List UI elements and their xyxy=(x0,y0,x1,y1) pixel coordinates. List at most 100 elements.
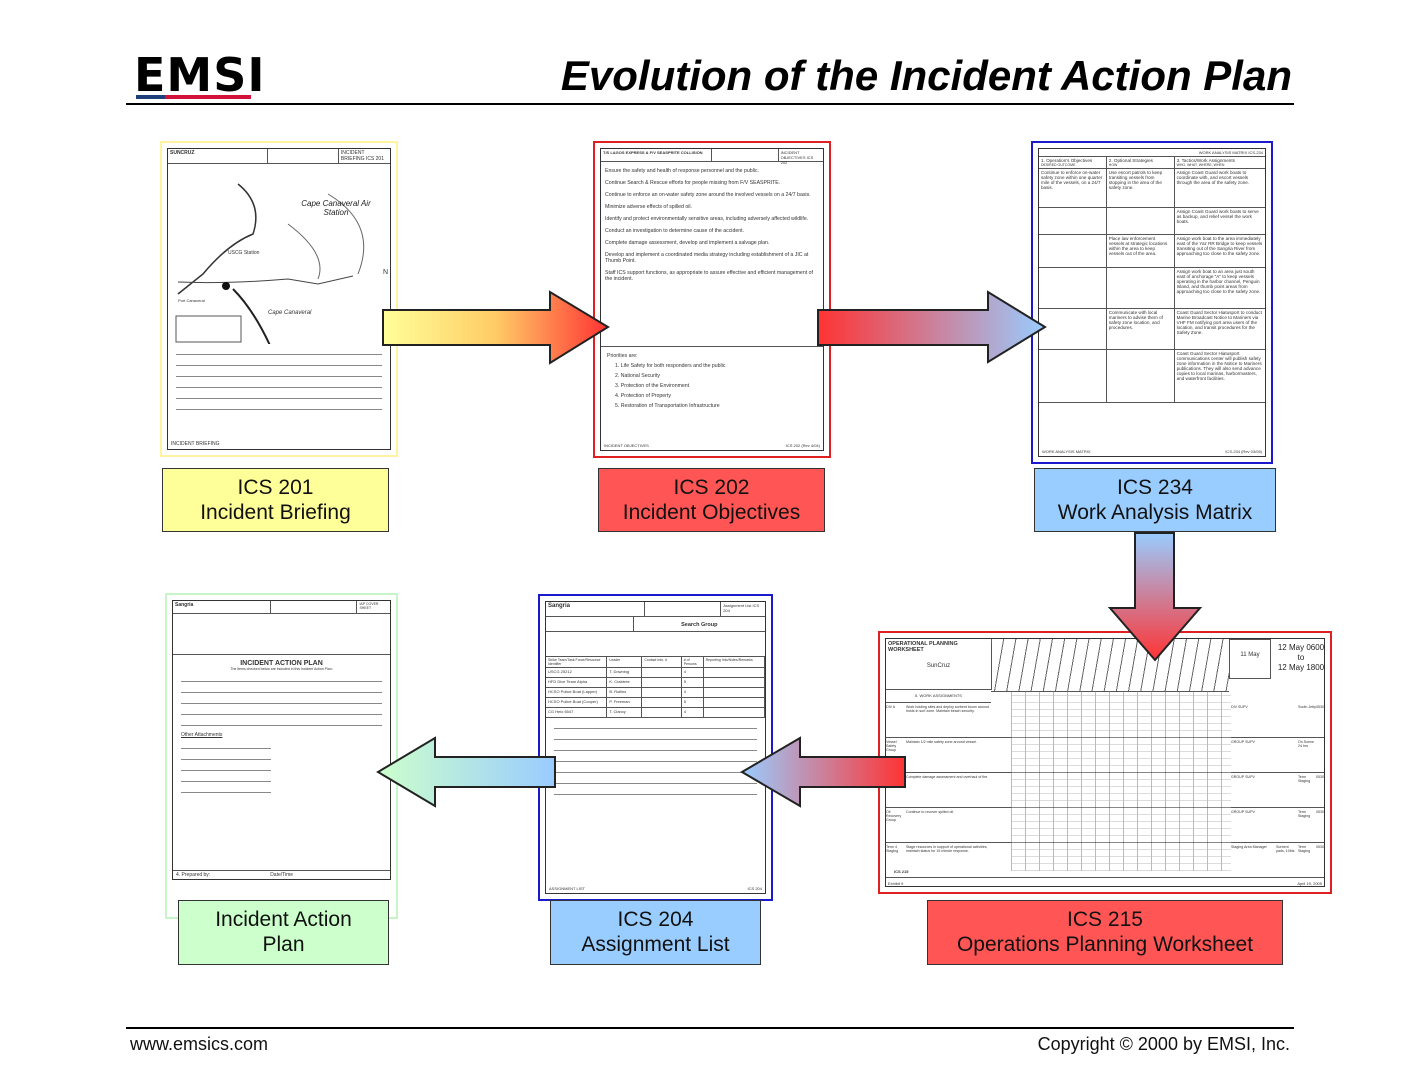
priority: 4. Protection of Property xyxy=(615,393,671,399)
table-cell: Term Staging xyxy=(1298,775,1311,783)
page-title: Evolution of the Incident Action Plan xyxy=(560,52,1292,99)
table-cell: Work holding sites and deploy sorbent bo… xyxy=(906,705,990,713)
table-cell xyxy=(642,708,682,717)
arrow-201-to-202 xyxy=(382,290,610,365)
form-id: Assignment List ICS 204 xyxy=(723,603,760,613)
table-cell: 5 xyxy=(682,698,704,707)
table-cell xyxy=(642,678,682,687)
table-cell: Term 4 Staging xyxy=(886,845,899,853)
table-cell: Assign Coast Guard work boats to coordin… xyxy=(1176,170,1250,185)
division: Search Group xyxy=(681,622,718,628)
iap-subheading: The items checked below are included in … xyxy=(230,667,333,671)
form-id: ICS 215 xyxy=(894,869,909,874)
incident-name: Sangria xyxy=(173,601,271,613)
priority: 1. Life Safety for both responders and t… xyxy=(615,363,726,369)
table-cell: Maintain 1/2 mile safety zone around ves… xyxy=(906,740,977,744)
label-line: Work Analysis Matrix xyxy=(1057,501,1253,524)
table-cell xyxy=(1107,350,1175,402)
table-cell: CG Helo 6547 xyxy=(546,708,608,717)
label-line: Incident Briefing xyxy=(200,501,351,524)
form-id: WORK ANALYSIS MATRIX ICS-234 xyxy=(1039,149,1265,157)
table-cell: Staging Area Manager xyxy=(1231,845,1267,849)
form-rev: ICS-234 (Rev 03/05) xyxy=(1225,449,1262,454)
table-cell: Term Staging xyxy=(1298,845,1311,853)
ics204-thumbnail: Sangria Assignment List ICS 204 Search G… xyxy=(538,594,773,901)
objective: Minimize adverse effects of spilled oil. xyxy=(605,204,692,210)
table-cell xyxy=(1107,208,1175,234)
ics234-label: ICS 234 Work Analysis Matrix xyxy=(1034,468,1276,532)
column-header: 1. Operation's Objectives xyxy=(1041,158,1093,163)
iap-thumbnail: Sangria IAP COVER SHEET INCIDENT ACTION … xyxy=(165,593,398,919)
label-line: ICS 202 xyxy=(673,476,750,499)
table-cell: Assign work boat to an area just south e… xyxy=(1176,269,1261,294)
objective: Identify and protect environmentally sen… xyxy=(605,216,809,222)
worksheet-heading: OPERATIONAL PLANNING WORKSHEET xyxy=(888,641,958,653)
column-header: 3. Tactics/Work Assignments xyxy=(1176,158,1235,163)
table-row: Assign Coast Guard work boats to serve a… xyxy=(1039,208,1265,235)
incident-name: T/S LAGOS EXPRESS & F/V SEASPRITE COLLIS… xyxy=(601,149,712,161)
arrow-202-to-234 xyxy=(817,290,1047,364)
date-time: Date/Time xyxy=(270,872,294,878)
table-cell: P. Freeman xyxy=(607,698,643,707)
column-subheader: DESIRED OUTCOME xyxy=(1041,163,1076,167)
table-cell xyxy=(1039,235,1107,267)
table-cell: 4 xyxy=(682,688,704,697)
table-row: Place law enforcement vessels at strateg… xyxy=(1039,235,1265,268)
objective: Develop and implement a coordinated medi… xyxy=(605,252,809,264)
table-cell: B. Rollins xyxy=(607,688,643,697)
form-footer: INCIDENT BRIEFING xyxy=(171,441,220,447)
map-label-air-station: Cape Canaveral Air Station xyxy=(301,199,371,217)
map-label: N xyxy=(383,269,388,276)
incident-map: Cape Canaveral USCG Station Port Canaver… xyxy=(175,183,388,344)
table-cell xyxy=(1107,268,1175,308)
table-cell: Vessel Safety Group xyxy=(886,740,897,752)
other-attachments: Other Attachments xyxy=(181,732,223,738)
objective: Continue Search & Rescue efforts for peo… xyxy=(605,180,781,186)
ics201-thumbnail: SUNCRUZ INCIDENT BRIEFING ICS 201 Cape C… xyxy=(160,141,398,457)
website-link[interactable]: www.emsics.com xyxy=(130,1034,269,1054)
table-cell xyxy=(1039,350,1107,402)
label-line: Incident Action xyxy=(215,908,352,931)
table-row: Assign work boat to an area just south e… xyxy=(1039,268,1265,309)
table-row: Continue to enforce on-water safety zone… xyxy=(1039,169,1265,208)
date-prepared: 11 May xyxy=(1229,639,1271,679)
ics204-label: ICS 204 Assignment List xyxy=(550,900,761,965)
ics215-label: ICS 215 Operations Planning Worksheet xyxy=(927,900,1283,965)
form-id: IAP COVER SHEET xyxy=(359,602,379,610)
table-cell xyxy=(1039,208,1107,234)
emsi-logo: EMSI xyxy=(134,48,266,102)
ics201-label: ICS 201 Incident Briefing xyxy=(162,468,389,532)
form-footer: INCIDENT OBJECTIVES xyxy=(604,443,649,448)
period-to-word: to xyxy=(1297,653,1305,662)
objective: Conduct an investigation to determine ca… xyxy=(605,228,744,234)
table-cell: GROUP SUPV xyxy=(1231,810,1255,814)
form-date: April 19, 2005 xyxy=(1297,881,1322,886)
priority: 5. Restoration of Transportation Infrast… xyxy=(615,403,720,409)
map-label: USCG Station xyxy=(228,250,260,256)
table-cell: HCSO Police Boat (Cooper) xyxy=(546,698,608,707)
table-cell: South Jetty xyxy=(1298,705,1316,709)
table-cell: T. Clancy xyxy=(607,708,643,717)
column-header: Strike Team/Task Force/Resource Identifi… xyxy=(546,657,608,667)
table-cell: Term Staging xyxy=(1298,810,1311,818)
form-rev: ICS 204 xyxy=(747,886,762,891)
table-cell: 0530 xyxy=(1316,775,1324,779)
form-footer: ASSIGNMENT LIST xyxy=(549,886,585,891)
table-row: Coast Guard Sector Hiatusport communicat… xyxy=(1039,350,1265,403)
column-subheader: HOW xyxy=(1108,163,1118,167)
table-cell xyxy=(642,698,682,707)
iap-label: Incident Action Plan xyxy=(178,900,389,965)
table-cell: K. Crabtree xyxy=(607,678,643,687)
table-cell: 0530 xyxy=(1316,705,1324,709)
header-divider xyxy=(126,103,1294,105)
priority: 2. National Security xyxy=(615,373,660,379)
table-cell: Oil Recovery Group xyxy=(886,810,902,822)
footer-divider xyxy=(126,1027,1294,1029)
ics234-thumbnail: WORK ANALYSIS MATRIX ICS-234 1. Operatio… xyxy=(1031,141,1273,464)
table-cell: Assign work boat to the area immediately… xyxy=(1176,236,1263,256)
label-line: ICS 215 xyxy=(1067,908,1143,931)
form-rev: ICS 202 (Rev 4/04) xyxy=(785,443,820,448)
